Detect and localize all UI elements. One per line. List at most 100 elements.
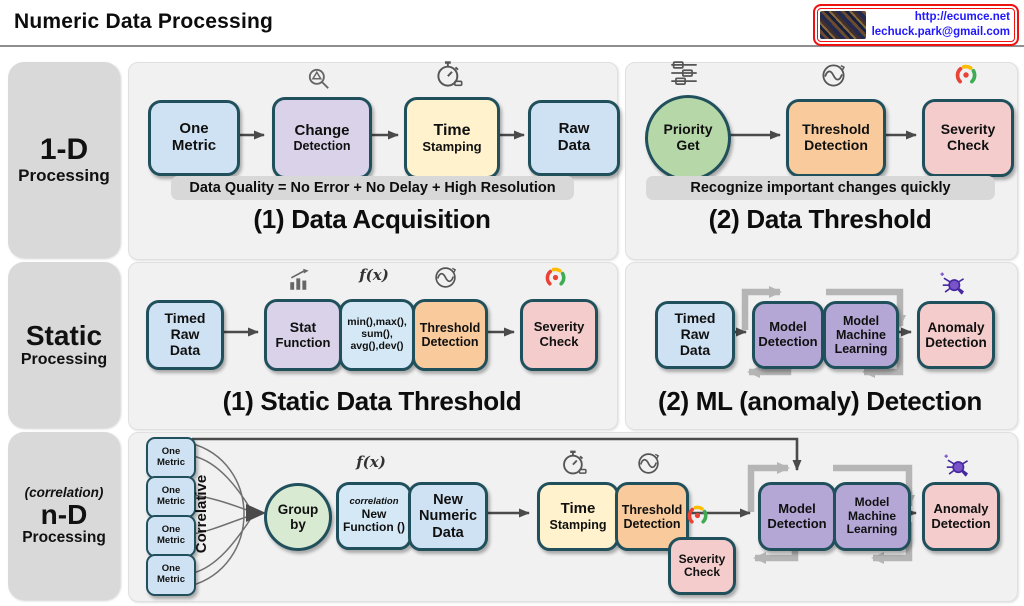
node-line: Raw xyxy=(558,120,590,138)
node-line: Metric xyxy=(157,496,185,507)
node-line: Anomaly xyxy=(933,500,989,516)
anomaly-bug-icon xyxy=(941,453,971,479)
node-timed-raw-data: Timed Raw Data xyxy=(655,301,735,369)
node-severity-check: Severity Check xyxy=(922,99,1014,177)
node-anomaly-detection: Anomaly Detection xyxy=(917,301,995,369)
node-line: min(),max(), xyxy=(347,316,407,329)
node-threshold-detection: Threshold Detection xyxy=(412,299,488,371)
node-raw-data: Raw Data xyxy=(528,100,620,176)
row-label-pre: (correlation) xyxy=(24,484,104,500)
node-time-stamping: Time Stamping xyxy=(537,482,619,551)
wave-circle-icon xyxy=(636,451,661,476)
node-correlation-new-function: correlation New Function () xyxy=(336,482,412,550)
node-one-metric-1: One Metric xyxy=(146,437,196,479)
node-line: New xyxy=(361,506,387,521)
node-line: Machine xyxy=(847,508,896,523)
node-change-detection: Change Detection xyxy=(272,97,372,179)
node-line: One xyxy=(161,485,181,497)
gauge-icon xyxy=(954,63,978,87)
node-model-machine-learning: Model Machine Learning xyxy=(823,301,899,369)
flow-arrows xyxy=(192,130,917,518)
node-stat-functions-list: min(),max(), sum(), avg(),dev() xyxy=(339,299,415,371)
panel-title-ml-anomaly-detection: (2) ML (anomaly) Detection xyxy=(658,386,982,416)
node-group-by: Group by xyxy=(264,483,332,551)
node-line: Machine xyxy=(835,328,886,342)
node-line: by xyxy=(290,517,306,532)
node-line: Detection xyxy=(758,334,818,349)
badge-email[interactable]: lechuck.park@gmail.com xyxy=(871,26,1010,38)
node-line: Function xyxy=(275,334,331,350)
node-line: Metric xyxy=(157,457,185,468)
logo-image xyxy=(820,11,866,39)
node-line: Model xyxy=(769,319,807,335)
node-line: Data xyxy=(679,341,711,358)
node-line: Numeric xyxy=(418,508,478,525)
row-label-small: Processing xyxy=(22,529,106,547)
panel-title-static-data-threshold: (1) Static Data Threshold xyxy=(222,386,522,416)
row-label-big: 1-D xyxy=(39,133,89,167)
node-model-detection: Model Detection xyxy=(752,301,824,369)
node-line: Raw xyxy=(680,326,710,343)
node-line: avg(),dev() xyxy=(350,339,404,352)
note-recognize-changes: Recognize important changes quickly xyxy=(646,176,995,200)
node-line: Raw xyxy=(170,326,200,343)
stopwatch-icon xyxy=(435,60,463,90)
node-line: One xyxy=(161,524,181,536)
row-label-static: Static Processing xyxy=(8,262,120,428)
node-line: Time xyxy=(433,121,471,139)
node-line: Threshold xyxy=(621,502,683,517)
node-line: Metric xyxy=(157,535,185,546)
header-divider xyxy=(0,45,1024,47)
search-warning-icon xyxy=(306,66,332,92)
note-data-quality: Data Quality = No Error + No Delay + Hig… xyxy=(171,176,574,200)
node-line: Stamping xyxy=(422,138,482,154)
node-line: One xyxy=(161,563,181,575)
node-line: Function () xyxy=(343,520,405,535)
row-label-big: n-D xyxy=(40,498,88,530)
priority-sliders-icon xyxy=(669,60,699,86)
correlative-label: Correlative xyxy=(193,474,210,554)
contact-badge[interactable]: http://ecumce.net lechuck.park@gmail.com xyxy=(813,4,1019,46)
wave-circle-icon xyxy=(433,265,458,290)
gauge-icon xyxy=(686,504,709,527)
node-line: Threshold xyxy=(419,321,481,335)
node-line: New xyxy=(433,492,463,509)
node-new-numeric-data: New Numeric Data xyxy=(408,482,488,551)
node-one-metric-4: One Metric xyxy=(146,554,196,596)
node-line: Change xyxy=(294,121,350,139)
node-line: Detection xyxy=(767,515,827,531)
node-line: Learning xyxy=(846,522,898,537)
node-line: Time xyxy=(560,500,596,518)
node-line: Anomaly xyxy=(927,319,985,335)
node-model-detection: Model Detection xyxy=(758,482,836,551)
stopwatch-icon xyxy=(561,449,587,478)
node-one-metric: One Metric xyxy=(148,100,240,176)
node-line: Check xyxy=(946,137,990,153)
node-line: Model xyxy=(778,500,816,516)
node-line: Severity xyxy=(678,551,726,566)
node-line: Detection xyxy=(925,335,987,350)
node-severity-check: Severity Check xyxy=(520,299,598,371)
page-title: Numeric Data Processing xyxy=(14,10,274,33)
node-line: Check xyxy=(683,565,721,579)
badge-url[interactable]: http://ecumce.net xyxy=(914,11,1010,24)
fx-icon: f(x) xyxy=(356,453,386,471)
node-priority-get: Priority Get xyxy=(645,95,731,181)
node-one-metric-3: One Metric xyxy=(146,515,196,557)
node-threshold-detection: Threshold Detection xyxy=(786,99,886,177)
wave-circle-icon xyxy=(820,62,847,89)
node-anomaly-detection: Anomaly Detection xyxy=(922,482,1000,551)
anomaly-bug-icon xyxy=(937,271,967,297)
node-time-stamping: Time Stamping xyxy=(404,97,500,179)
node-one-metric-2: One Metric xyxy=(146,476,196,518)
row-label-1d: 1-D Processing xyxy=(8,62,120,258)
fan-arrowhead xyxy=(246,504,266,522)
row-label-big: Static xyxy=(25,320,103,352)
node-line: Model xyxy=(854,495,890,510)
node-line: Detection xyxy=(623,516,681,531)
row-label-small: Processing xyxy=(18,165,110,185)
node-line: correlation xyxy=(349,496,399,508)
gauge-icon xyxy=(544,266,567,289)
node-threshold-detection: Threshold Detection xyxy=(615,482,689,551)
row-label-small: Processing xyxy=(20,350,108,368)
